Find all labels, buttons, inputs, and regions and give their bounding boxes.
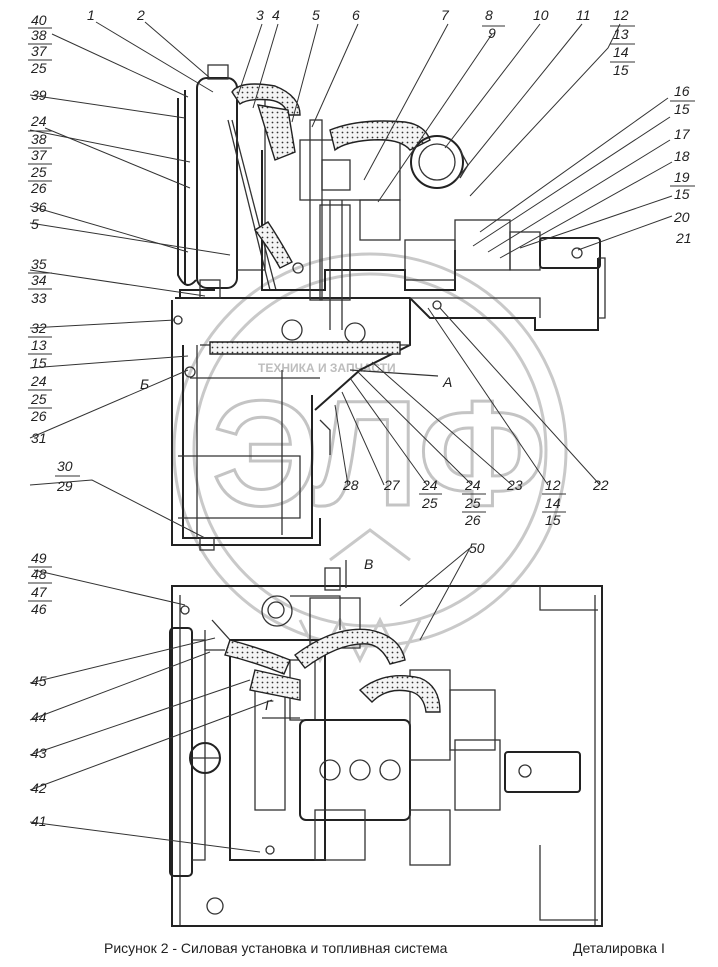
callout-16-sub: 15 xyxy=(674,101,690,117)
side-view xyxy=(171,64,606,551)
callout-15b: 15 xyxy=(31,355,47,371)
callout-24d: 24 xyxy=(421,477,438,493)
callout-10: 10 xyxy=(533,7,549,23)
callout-24c: 24 xyxy=(30,373,47,389)
callout-38b: 38 xyxy=(31,131,47,147)
callout-14b: 14 xyxy=(545,495,561,511)
callout-21: 21 xyxy=(675,230,692,246)
callout-25b: 25 xyxy=(30,164,47,180)
callout-32: 32 xyxy=(31,320,47,336)
callout-1: 1 xyxy=(87,7,95,23)
callout-50: 50 xyxy=(469,540,485,556)
view-letter-a: А xyxy=(442,374,452,390)
callout-25d: 25 xyxy=(421,495,438,511)
plan-view xyxy=(169,567,603,927)
callout-39: 39 xyxy=(31,87,47,103)
callout-34: 34 xyxy=(31,272,47,288)
callout-16: 16 xyxy=(674,83,690,99)
callout-27: 27 xyxy=(383,477,401,493)
callout-49: 49 xyxy=(31,550,47,566)
callout-43: 43 xyxy=(31,745,47,761)
callout-9: 9 xyxy=(488,25,496,41)
detail-caption: Деталировка I xyxy=(573,940,665,956)
callout-25: 25 xyxy=(30,60,47,76)
view-letter-b: Б xyxy=(140,376,149,392)
callout-31: 31 xyxy=(31,430,47,446)
watermark-letters: ЭЛФ xyxy=(212,369,546,537)
callout-42: 42 xyxy=(31,780,47,796)
view-letter-v: В xyxy=(364,556,373,572)
callout-35: 35 xyxy=(31,256,47,272)
callout-24e: 24 xyxy=(464,477,481,493)
callout-17: 17 xyxy=(674,126,691,142)
callout-28: 28 xyxy=(342,477,359,493)
callout-24: 24 xyxy=(30,113,47,129)
callout-5b: 5 xyxy=(31,216,39,232)
callout-41: 41 xyxy=(31,813,47,829)
callout-8: 8 xyxy=(485,7,493,23)
watermark: ЭЛФ ТЕХНИКА И ЗАПЧАСТИ xyxy=(172,252,568,664)
callout-3: 3 xyxy=(256,7,264,23)
callout-25c: 25 xyxy=(30,391,47,407)
callout-40: 40 xyxy=(31,12,47,28)
callout-37b: 37 xyxy=(31,147,48,163)
callout-45: 45 xyxy=(31,673,47,689)
callout-30: 30 xyxy=(57,458,73,474)
callout-48: 48 xyxy=(31,566,47,582)
callout-4: 4 xyxy=(272,7,280,23)
callout-18: 18 xyxy=(674,148,690,164)
callout-12: 12 xyxy=(613,7,629,23)
callout-15: 15 xyxy=(613,62,629,78)
callout-33: 33 xyxy=(31,290,47,306)
callout-46: 46 xyxy=(31,601,47,617)
callout-36: 36 xyxy=(31,199,47,215)
callout-38: 38 xyxy=(31,27,47,43)
callout-5: 5 xyxy=(312,7,320,23)
callout-26c: 26 xyxy=(30,408,47,424)
callout-23: 23 xyxy=(506,477,523,493)
callout-22: 22 xyxy=(592,477,609,493)
figure-caption: Рисунок 2 - Силовая установка и топливна… xyxy=(104,940,448,956)
callout-2: 2 xyxy=(136,7,145,23)
callout-14: 14 xyxy=(613,44,629,60)
callout-37: 37 xyxy=(31,43,48,59)
callout-26: 26 xyxy=(30,180,47,196)
callout-25e: 25 xyxy=(464,495,481,511)
callout-11: 11 xyxy=(576,7,591,23)
callout-6: 6 xyxy=(352,7,360,23)
callout-29: 29 xyxy=(56,478,73,494)
callout-20: 20 xyxy=(673,209,690,225)
watermark-text: ТЕХНИКА И ЗАПЧАСТИ xyxy=(258,361,396,375)
callout-13: 13 xyxy=(613,26,629,42)
callout-7: 7 xyxy=(441,7,450,23)
callout-labels: 40 1 2 3 4 5 6 7 8 10 11 12 9 13 14 15 1… xyxy=(28,7,695,829)
callout-13b: 13 xyxy=(31,337,47,353)
leader-lines xyxy=(29,21,673,853)
callout-12b: 12 xyxy=(545,477,561,493)
callout-44: 44 xyxy=(31,709,47,725)
view-letter-g: Г xyxy=(265,697,274,713)
callout-15c: 15 xyxy=(545,512,561,528)
callout-19: 19 xyxy=(674,169,690,185)
callout-47: 47 xyxy=(31,584,48,600)
callout-26e: 26 xyxy=(464,512,481,528)
callout-19-sub: 15 xyxy=(674,186,690,202)
